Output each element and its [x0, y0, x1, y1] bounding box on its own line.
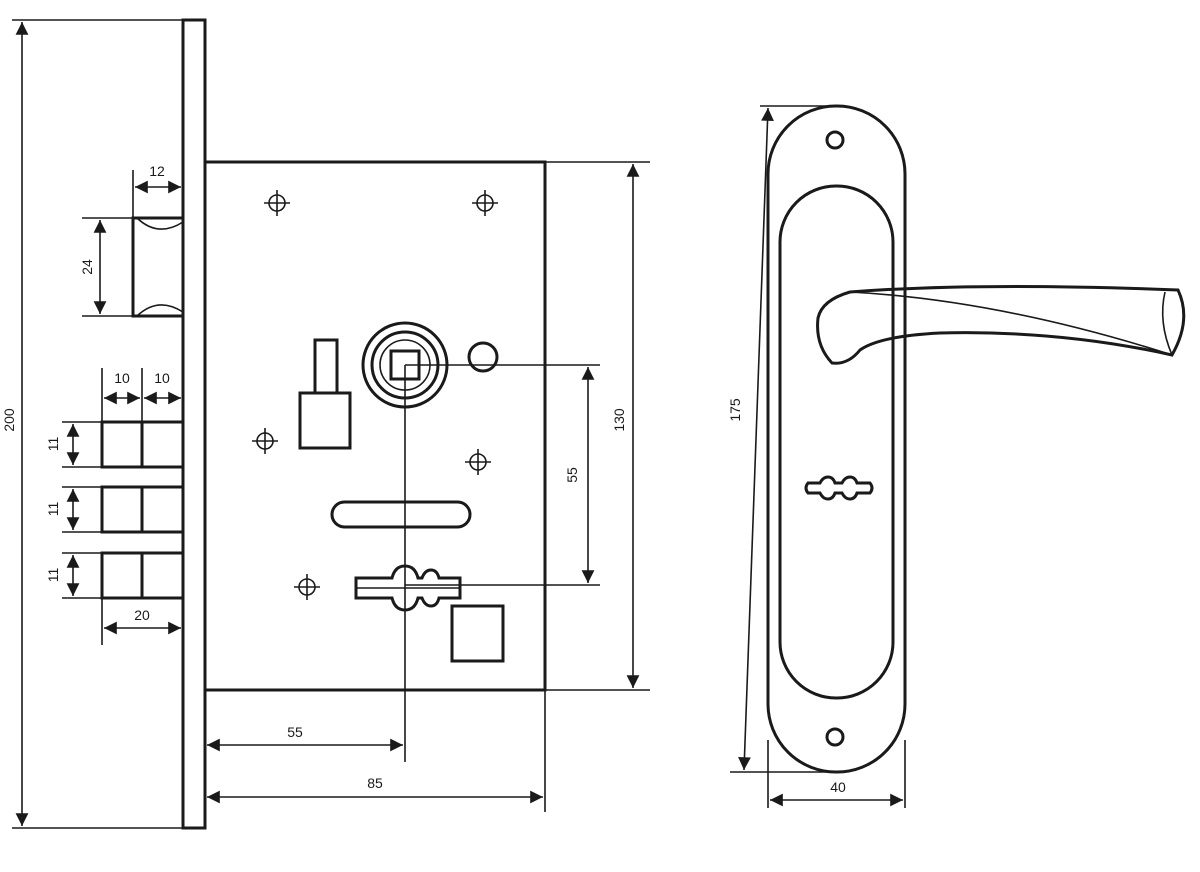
- dim-label: 130: [611, 408, 627, 432]
- screw-hole-icon: [293, 573, 321, 601]
- lock-body: [203, 160, 547, 692]
- deadbolts: [100, 420, 185, 600]
- dim-bolt-heights: 11 11 11: [45, 421, 102, 599]
- screw-hole-icon: [263, 189, 291, 217]
- screw-hole-icon: [471, 189, 499, 217]
- screw-hole-icon: [251, 427, 279, 455]
- faceplate: [181, 18, 207, 830]
- dim-latch-width: 12: [132, 163, 181, 218]
- dim-center-distance: 55: [564, 366, 595, 583]
- dim-backset: 55: [204, 690, 404, 810]
- screw-hole-icon: [464, 448, 492, 476]
- dim-label: 10: [114, 370, 130, 386]
- dim-label: 11: [45, 502, 61, 517]
- keyhole: [354, 564, 462, 612]
- dim-label: 24: [79, 259, 95, 275]
- pin-hole: [467, 341, 499, 373]
- dim-faceplate-height: 200: [1, 19, 183, 829]
- dim-label: 11: [45, 437, 61, 452]
- dim-label: 55: [564, 467, 580, 483]
- plate-keyhole: [804, 475, 874, 501]
- lever-handle: [816, 284, 1186, 365]
- dim-latch-height: 24: [79, 217, 133, 317]
- dim-label: 40: [830, 779, 846, 795]
- dim-label: 200: [1, 408, 17, 432]
- handle-plate: [766, 104, 907, 774]
- dim-body-depth: 85: [207, 690, 546, 812]
- dim-bolt-projection: 20: [101, 598, 181, 645]
- square-cutout: [450, 604, 505, 663]
- dim-plate-height: 175: [727, 105, 835, 773]
- latch: [131, 216, 185, 318]
- dim-label: 11: [45, 568, 61, 583]
- latch-lever: [298, 338, 352, 450]
- dim-label: 85: [367, 775, 383, 791]
- dim-bolt-widths: 10 10: [101, 368, 181, 422]
- dim-plate-width: 40: [767, 740, 906, 808]
- dim-body-height: 130: [545, 161, 650, 691]
- dim-label: 12: [149, 163, 165, 179]
- dim-label: 10: [154, 370, 170, 386]
- dim-label: 175: [727, 398, 743, 422]
- dim-label: 55: [287, 724, 303, 740]
- dim-label: 20: [134, 607, 150, 623]
- bolt-slot: [330, 500, 472, 529]
